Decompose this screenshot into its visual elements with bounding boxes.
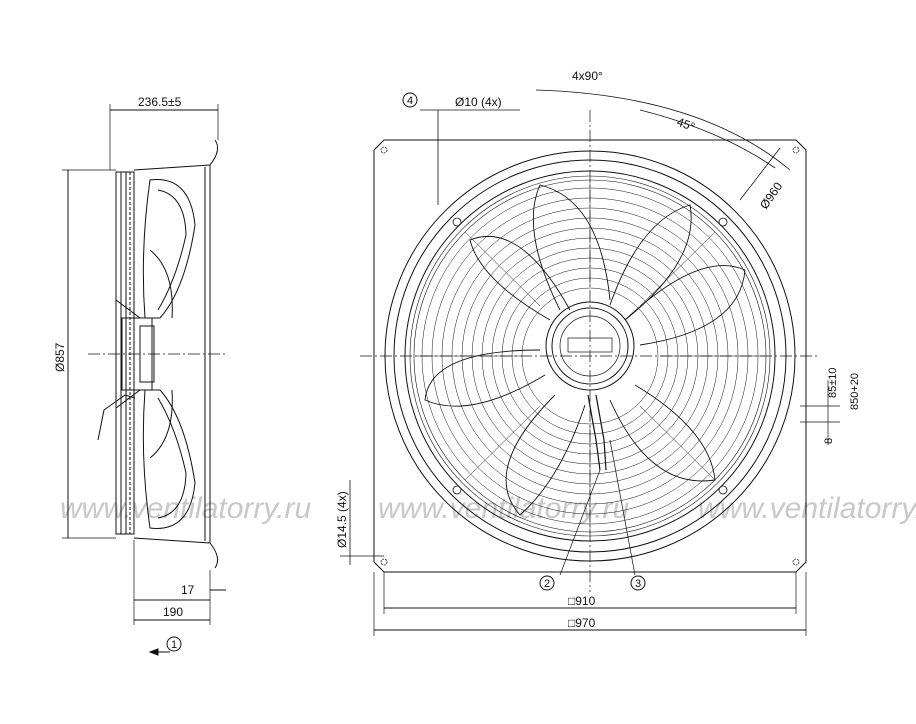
- callout-4: 4: [407, 95, 413, 107]
- dim-bolt-circle: Ø960: [757, 179, 785, 211]
- callout-3: 3: [635, 578, 641, 590]
- dim-inner-square: □910: [568, 594, 596, 608]
- dim-angle: 45°: [675, 115, 697, 134]
- callout-2-circle: [539, 575, 555, 591]
- watermark: www.ventilatorry.ru www.ventilatorry.ru …: [60, 492, 916, 525]
- dim-cable-2: 850+20: [849, 373, 861, 410]
- side-view: [62, 104, 226, 656]
- callout-1: 1: [171, 639, 177, 651]
- dim-depth-total: 236.5±5: [138, 95, 182, 109]
- dim-diameter-side: Ø857: [53, 342, 67, 372]
- side-view-labels: 236.5±5 Ø857 17 190 1: [53, 95, 195, 652]
- dim-holes-side: Ø14.5 (4x): [335, 491, 349, 548]
- callout-1-circle: [166, 636, 182, 652]
- dim-cable-1: 85±10: [827, 367, 839, 398]
- watermark-text-1: www.ventilatorry.ru: [60, 492, 311, 525]
- dim-pattern: 4x90°: [572, 69, 603, 83]
- callout-2: 2: [544, 578, 550, 590]
- dim-outer-square: □970: [568, 616, 596, 630]
- watermark-text-3: www.ventilatorry.ru: [698, 492, 916, 525]
- dim-depth-base: 190: [163, 605, 183, 619]
- front-view: [340, 89, 840, 636]
- dim-cable-3: 8: [823, 438, 835, 444]
- dim-offset-small: 17: [181, 583, 195, 597]
- dim-holes-top: Ø10 (4x): [455, 95, 502, 109]
- callout-4-circle: [402, 92, 418, 108]
- callout-3-circle: [630, 575, 646, 591]
